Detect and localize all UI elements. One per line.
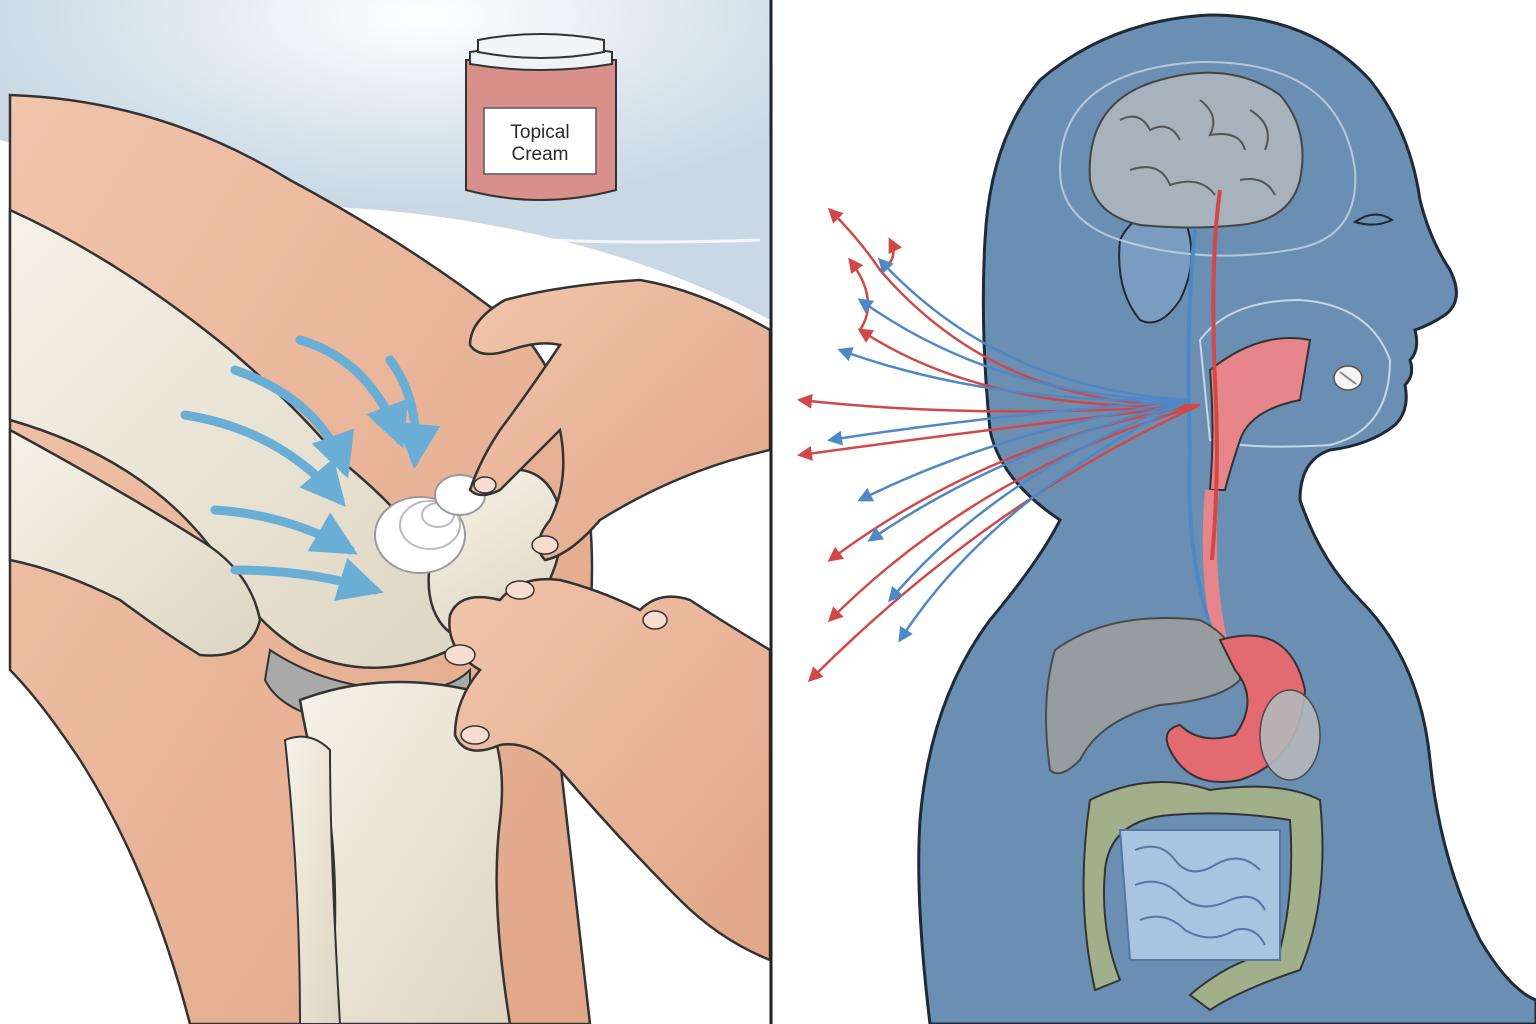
fibula-bone — [283, 735, 342, 1024]
esophagus — [1202, 489, 1227, 642]
liver-icon — [1045, 617, 1242, 775]
pill-icon — [1333, 365, 1363, 391]
right-panel-oral — [773, 0, 1536, 1024]
body-silhouette — [917, 13, 1536, 1024]
applying-hand-upper — [468, 278, 770, 562]
jar-label — [483, 107, 597, 175]
systemic-distribution-fan — [797, 207, 1201, 683]
eye — [1352, 213, 1394, 226]
absorption-arrows — [180, 335, 441, 601]
left-panel-topical: Topical Cream — [0, 0, 770, 1024]
cream-jar-icon: Topical Cream — [465, 33, 617, 212]
lower-bone-left — [8, 427, 262, 657]
intestines-icon — [1118, 829, 1281, 961]
jar-label-line2: Cream — [511, 144, 568, 165]
applying-hand-lower — [448, 578, 770, 962]
oral-pathway — [1208, 337, 1312, 491]
brain-icon — [1088, 71, 1304, 229]
jar-label-line1: Topical — [510, 122, 569, 143]
